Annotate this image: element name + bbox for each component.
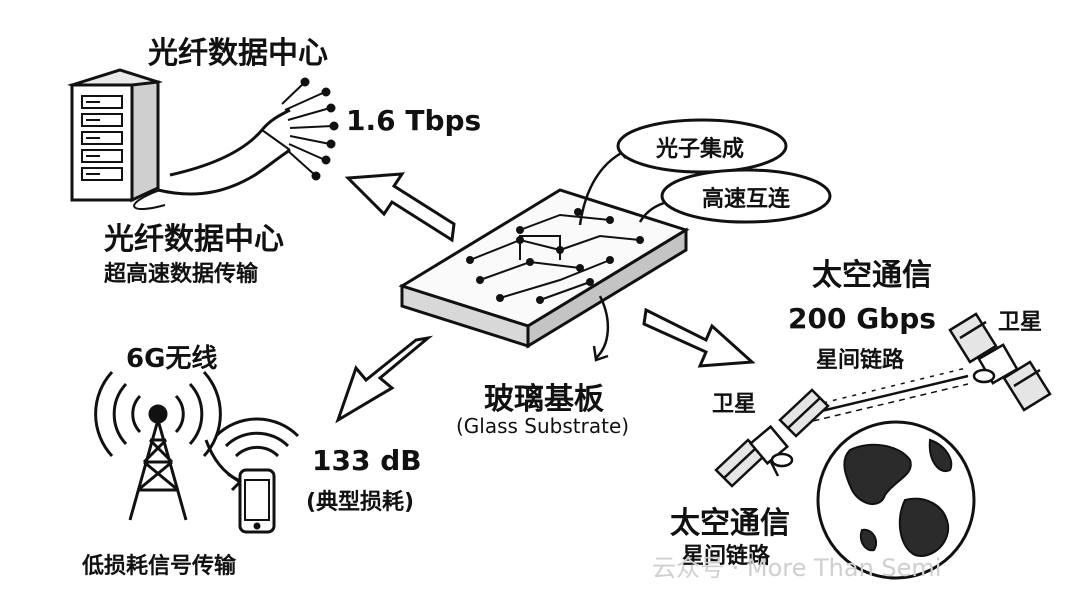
satellite-right-label: 卫星 [998, 310, 1043, 335]
arrow-to-wireless-icon [335, 335, 434, 424]
bubble-interconnect-label: 高速互连 [702, 187, 791, 212]
substrate-title: 玻璃基板 [484, 382, 604, 417]
space-rate-note: 星间链路 [816, 348, 905, 373]
space-rate: 200 Gbps [788, 302, 936, 335]
wireless-label: 低损耗信号传输 [82, 554, 237, 579]
glass-substrate-icon [398, 188, 690, 349]
satellite-right-icon [948, 312, 1052, 412]
phone-icon [214, 417, 300, 534]
satellite-left-icon [714, 388, 830, 488]
arrow-to-space-icon [642, 307, 756, 368]
fiber-label: 光纤数据中心 [104, 222, 284, 257]
arrow-to-fiber-icon [344, 172, 456, 243]
space-bottom-title: 太空通信 [670, 506, 790, 541]
bubble-interconnect [660, 168, 832, 224]
cell-tower-icon [94, 370, 243, 521]
wireless-loss: 133 dB [312, 444, 422, 477]
fiber-top-title: 光纤数据中心 [148, 36, 328, 71]
wireless-loss-note: (典型损耗) [306, 490, 415, 515]
fiber-cable-icon [133, 77, 339, 211]
bubble-photonic [616, 118, 788, 174]
substrate-subtitle: (Glass Substrate) [456, 414, 630, 438]
fiber-rate: 1.6 Tbps [346, 104, 482, 137]
fiber-sublabel: 超高速数据传输 [104, 262, 259, 287]
server-rack-icon [67, 68, 163, 203]
space-top-title: 太空通信 [812, 258, 932, 293]
space-bottom-note: 星间链路 [682, 544, 771, 569]
earth-globe-icon [816, 420, 976, 580]
wireless-title: 6G无线 [126, 344, 218, 374]
watermark: 云众号 · More Than Semi [652, 554, 942, 582]
bubble-photonic-label: 光子集成 [656, 137, 745, 162]
satellite-left-label: 卫星 [712, 392, 757, 417]
